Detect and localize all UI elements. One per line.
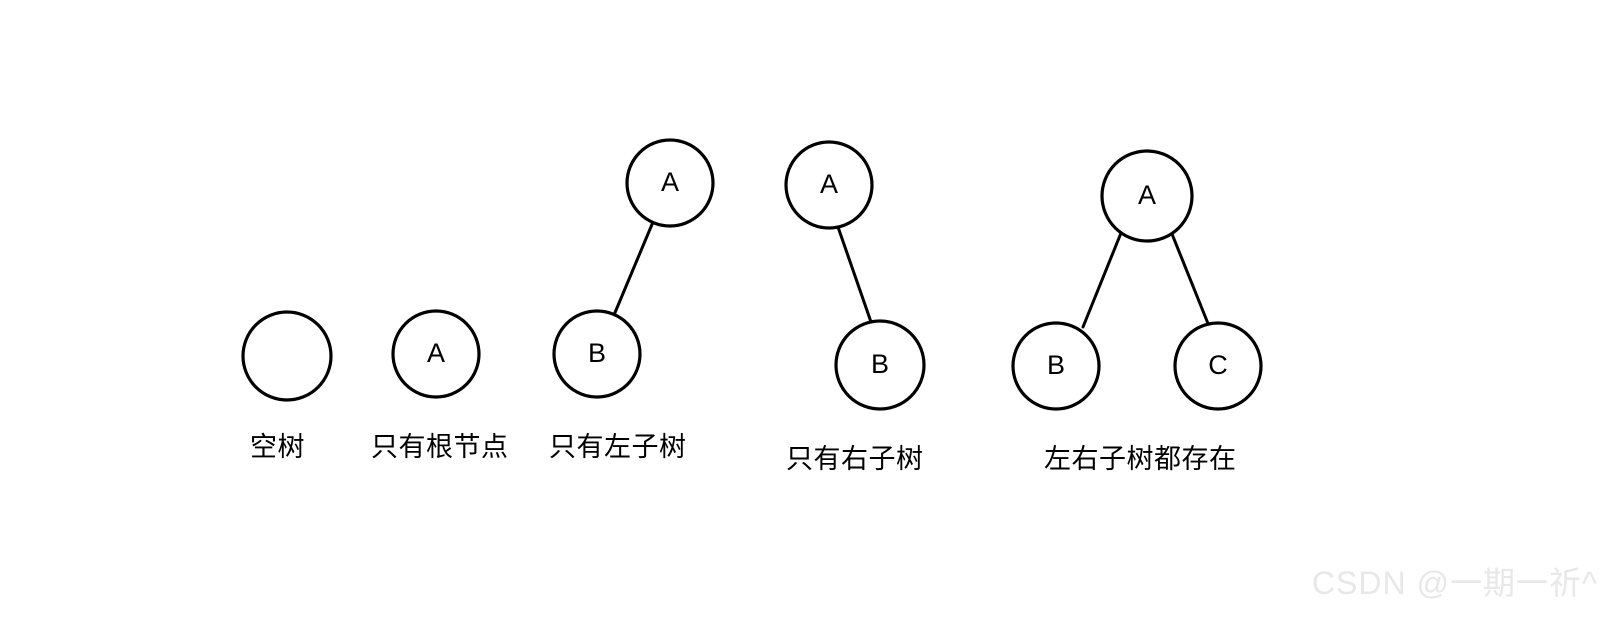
case-caption-both-subtrees: 左右子树都存在 <box>1044 444 1237 474</box>
case-caption-right-subtree-only: 只有右子树 <box>786 444 924 474</box>
tree-edge <box>612 220 655 317</box>
tree-node-label: B <box>871 349 889 379</box>
tree-node-label: B <box>1047 350 1065 380</box>
tree-node-circle <box>552 309 642 399</box>
tree-node-circle <box>1011 321 1101 411</box>
case-caption-empty-tree: 空树 <box>250 432 305 462</box>
tree-node-circle <box>1173 321 1263 411</box>
case-caption-root-only: 只有根节点 <box>371 432 509 462</box>
tree-node-circle <box>1100 149 1194 243</box>
case-caption-left-subtree-only: 只有左子树 <box>549 432 687 462</box>
tree-node-label: B <box>588 338 606 368</box>
tree-case-left-subtree-only: AB <box>552 138 715 399</box>
tree-node-circle <box>241 310 333 402</box>
tree-node-circle <box>625 138 715 228</box>
tree-edge <box>1170 232 1211 328</box>
tree-node-label: C <box>1208 350 1228 380</box>
tree-edge <box>1081 231 1123 329</box>
tree-node-circle <box>784 140 874 230</box>
tree-case-both-subtrees: A B C <box>1011 149 1263 411</box>
tree-case-root-only: A <box>391 309 481 399</box>
tree-node-circle <box>391 309 481 399</box>
tree-node-circle <box>834 319 926 411</box>
tree-node-label: A <box>1138 180 1156 210</box>
tree-case-empty-tree <box>241 310 333 402</box>
csdn-watermark: CSDN @一期一祈^ <box>1311 565 1598 601</box>
tree-node-label: A <box>427 338 445 368</box>
tree-node-label: A <box>661 167 679 197</box>
tree-node-label: A <box>820 169 838 199</box>
tree-case-right-subtree-only: AB <box>784 140 926 411</box>
tree-edge <box>836 225 873 324</box>
